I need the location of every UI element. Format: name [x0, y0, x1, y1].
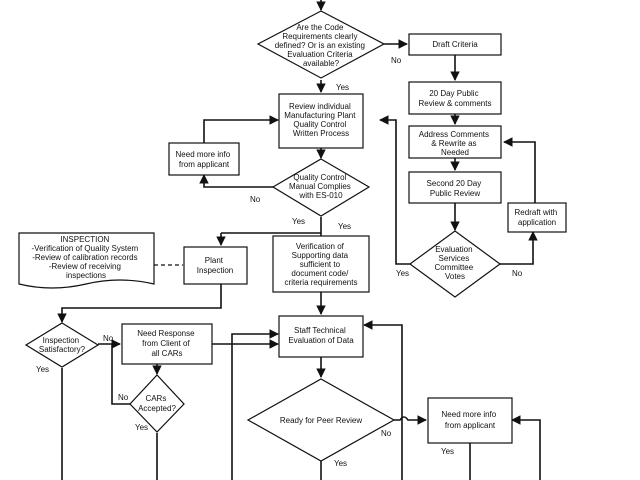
arrow-return-left: [231, 329, 279, 480]
svg-text:Review individual Manufa: Review individual Manufacturing Plant Qu…: [284, 102, 357, 138]
node-verification-data: Verification of Supporting data sufficie…: [272, 235, 370, 293]
node-code-requirements-text: Are the Code Requirements clearly define…: [275, 23, 368, 68]
label-inspection-no: No: [103, 334, 114, 343]
node-public-review-1: 20 Day Public Review & comments: [408, 81, 502, 115]
label-peer-yes: Yes: [334, 459, 347, 468]
label-code-no: No: [391, 56, 402, 65]
svg-text:Draft Criteria: Draft Criteria: [432, 40, 478, 49]
svg-text:Evaluation Services: Evaluation Services Committee Votes: [435, 245, 476, 281]
arrow-return-right: [363, 320, 403, 480]
arrow-votes-yes: [379, 115, 412, 265]
arrow-info1-to-review: [203, 115, 279, 143]
svg-text:Staff Technical Evaluati: Staff Technical Evaluation of Data: [288, 326, 354, 345]
node-need-more-info-1: Need more info from applicant: [168, 142, 240, 176]
node-inspection-note: INSPECTION -Verification of Quality Syst…: [18, 232, 155, 289]
node-need-response-cars: Need Response from Client of all CARs: [121, 323, 213, 365]
node-qc-manual-complies: Quality Control Manual Complies with ES-…: [271, 158, 371, 217]
node-cars-accepted: CARs Accepted?: [129, 374, 185, 433]
node-staff-technical: Staff Technical Evaluation of Data: [278, 315, 364, 358]
node-draft-criteria: Draft Criteria: [408, 33, 502, 56]
label-qc-yes-left: Yes: [292, 217, 305, 226]
svg-text:20 Day Public Review & c: 20 Day Public Review & comments: [419, 89, 492, 108]
label-peer-no: No: [381, 429, 392, 438]
svg-text:Quality Control Manual C: Quality Control Manual Complies with ES-…: [289, 173, 353, 200]
node-committee-votes: Evaluation Services Committee Votes: [408, 230, 502, 298]
svg-text:Need more info from appl: Need more info from applicant: [442, 410, 499, 430]
svg-text:Redraft with application: Redraft with application: [515, 208, 560, 227]
arrow-qc-yes-split: [221, 217, 322, 234]
svg-text:INSPECTION -Verification: INSPECTION -Verification of Quality Syst…: [32, 235, 141, 280]
svg-text:Inspection Satisfactory?: Inspection Satisfactory?: [39, 336, 86, 354]
node-address-comments: Address Comments & Rewrite as Needed: [408, 125, 502, 159]
node-inspection-satisfactory: Inspection Satisfactory?: [24, 322, 100, 368]
node-code-requirements: Are the Code Requirements clearly define…: [256, 10, 386, 79]
arrow-votes-no: [500, 231, 538, 265]
arrow-plant-to-satisfactory: [57, 284, 222, 323]
arrow-return-far-right: [511, 415, 541, 480]
svg-text:Verification of Supporti: Verification of Supporting data sufficie…: [285, 242, 358, 287]
svg-text:Second 20 Day Public Rev: Second 20 Day Public Review: [427, 179, 484, 198]
node-ready-peer-review: Ready for Peer Review: [246, 378, 396, 462]
label-qc-yes-right: Yes: [338, 222, 351, 231]
label-cars-no: No: [118, 393, 129, 402]
node-plant-inspection: Plant Inspection: [183, 246, 248, 285]
edge-labels: No Yes No Yes Yes Yes No No Yes No Yes N…: [36, 56, 523, 468]
node-need-more-info-2: Need more info from applicant: [427, 397, 513, 444]
svg-text:CARs Accepted?: CARs Accepted?: [138, 394, 176, 413]
arrow-peer-no: [394, 415, 427, 425]
label-qc-no: No: [250, 195, 261, 204]
svg-text:Ready for Peer Review: Ready for Peer Review: [280, 416, 362, 425]
label-cars-yes: Yes: [135, 423, 148, 432]
svg-text:Address Comments & Rewri: Address Comments & Rewrite as Needed: [419, 130, 491, 157]
node-redraft: Redraft with application: [507, 202, 567, 233]
label-info2-yes: Yes: [441, 447, 454, 456]
label-code-yes: Yes: [336, 83, 349, 92]
svg-text:Need more info from appl: Need more info from applicant: [176, 150, 233, 169]
svg-text:Plant Inspection: Plant Inspection: [197, 256, 233, 275]
arrow-redraft-to-address: [503, 137, 536, 203]
node-review-plant-qc: Review individual Manufacturing Plant Qu…: [278, 93, 364, 149]
label-inspection-yes: Yes: [36, 365, 49, 374]
label-votes-no: No: [512, 269, 523, 278]
label-votes-yes: Yes: [396, 269, 409, 278]
arrow-cars-no: [111, 344, 130, 405]
connectors: [57, 0, 541, 480]
svg-text:Need Response from Clien: Need Response from Client of all CARs: [137, 329, 197, 358]
node-public-review-2: Second 20 Day Public Review: [408, 171, 502, 204]
arrow-qc-no: [199, 174, 274, 188]
